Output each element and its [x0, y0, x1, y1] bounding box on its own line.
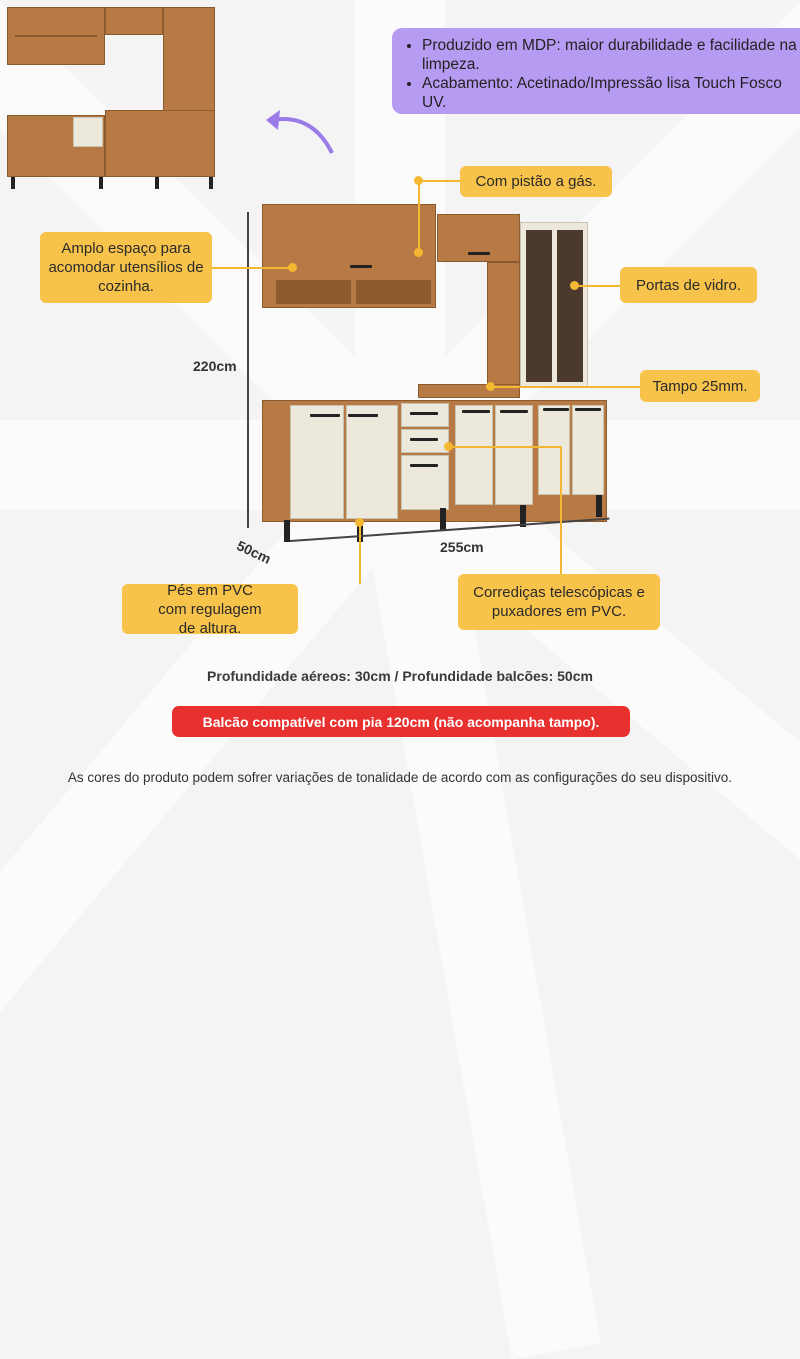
- callout-feet: Pés em PVC com regulagem de altura.: [122, 582, 298, 637]
- callout-countertop: Tampo 25mm.: [640, 370, 760, 402]
- depth-dimension: 50cm: [234, 537, 274, 567]
- callout-glass-doors: Portas de vidro.: [620, 267, 757, 303]
- info-bullet: Acabamento: Acetinado/Impressão lisa Tou…: [422, 74, 800, 112]
- depth-note: Profundidade aéreos: 30cm / Profundidade…: [207, 668, 593, 684]
- info-box: Produzido em MDP: maior durabilidade e f…: [392, 28, 800, 114]
- width-dimension: 255cm: [440, 539, 484, 555]
- arrow-icon: [266, 110, 334, 154]
- height-dimension: 220cm: [193, 358, 237, 374]
- callout-gas-piston: Com pistão a gás.: [460, 166, 612, 197]
- info-bullet: Produzido em MDP: maior durabilidade e f…: [422, 36, 800, 74]
- open-view-thumbnail: [5, 5, 217, 189]
- callout-slides: Corrediças telescópicas e puxadores em P…: [458, 574, 660, 630]
- callout-storage: Amplo espaço para acomodar utensílios de…: [40, 232, 212, 303]
- disclaimer: As cores do produto podem sofrer variaçõ…: [67, 770, 733, 785]
- warning-banner: Balcão compatível com pia 120cm (não aco…: [172, 706, 630, 737]
- height-dimension-line: [247, 212, 249, 528]
